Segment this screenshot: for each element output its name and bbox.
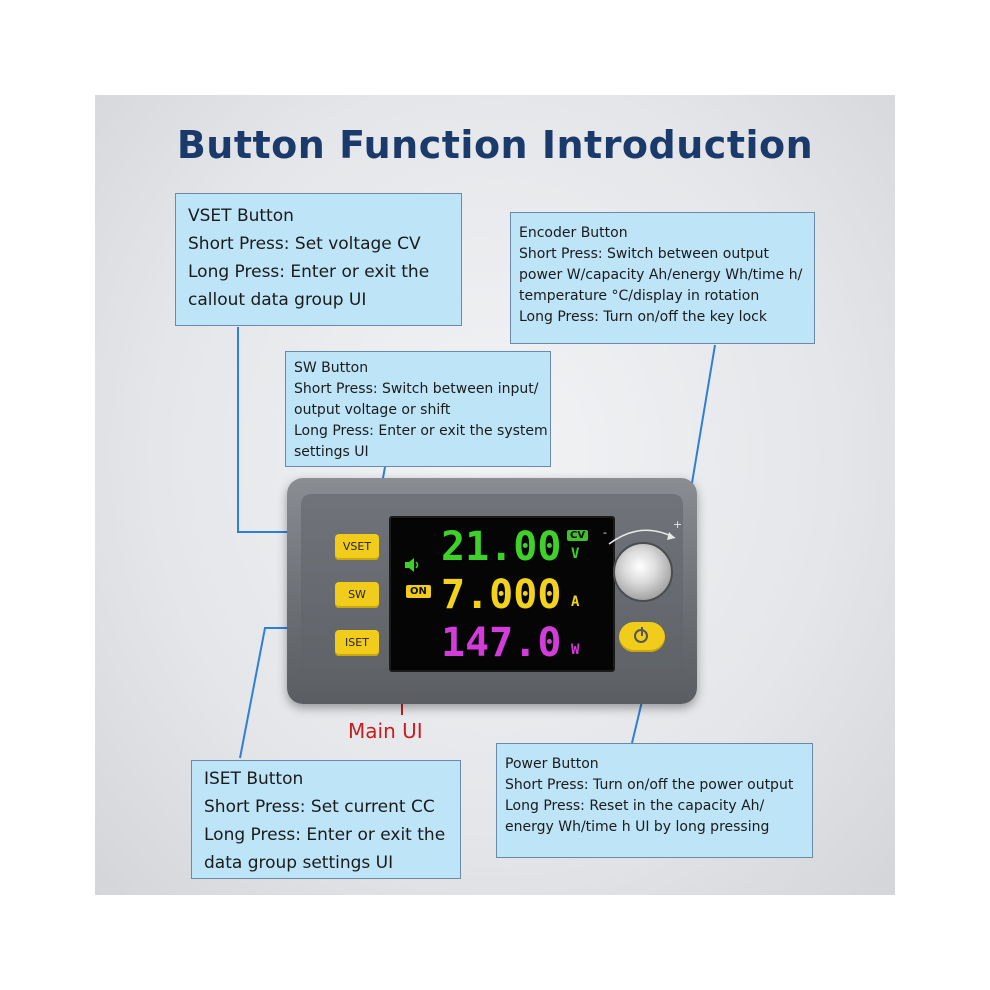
lcd-screen: ON 21.00 CV V 7.000 A 147.0 W (389, 516, 615, 672)
voltage-readout: 21.00 (441, 524, 562, 570)
power-callout: Power Button Short Press: Turn on/off th… (496, 743, 813, 858)
encoder-callout-long: Long Press: Turn on/off the key lock (519, 309, 767, 325)
vset-callout-title: VSET Button (188, 206, 294, 226)
power-unit: W (571, 642, 580, 658)
power-callout-long: Long Press: Reset in the capacity Ah/ (505, 798, 765, 814)
device-face: VSET SW ISET ON 21.00 CV V 7.000 A 147.0… (301, 494, 683, 686)
iset-callout: ISET Button Short Press: Set current CC … (191, 760, 461, 879)
page-title: Button Function Introduction (176, 123, 814, 167)
iset-callout-title: ISET Button (204, 769, 304, 789)
encoder-callout: Encoder Button Short Press: Switch betwe… (510, 212, 815, 344)
sw-callout-short-2: output voltage or shift (294, 402, 451, 418)
power-callout-long-2: energy Wh/time h UI by long pressing (505, 819, 770, 835)
power-icon-bar (641, 627, 643, 636)
power-callout-title: Power Button (505, 756, 599, 772)
encoder-direction-arrow: - + (603, 518, 682, 545)
sw-callout-long-2: settings UI (294, 444, 369, 460)
infographic-panel: Button Function Introduction VSET Button… (95, 95, 895, 895)
vset-callout-long: Long Press: Enter or exit the (188, 262, 430, 282)
main-ui-label: Main UI (348, 719, 423, 743)
encoder-callout-short-3: temperature °C/display in rotation (519, 288, 760, 304)
sw-callout-long: Long Press: Enter or exit the system (294, 423, 548, 439)
vset-callout: VSET Button Short Press: Set voltage CV … (175, 193, 462, 326)
encoder-callout-title: Encoder Button (519, 225, 628, 241)
vset-callout-long-2: callout data group UI (188, 290, 367, 310)
encoder-knob[interactable] (613, 542, 673, 602)
power-readout: 147.0 (441, 620, 562, 666)
iset-callout-long-2: data group settings UI (204, 853, 394, 873)
power-supply-device: VSET SW ISET ON 21.00 CV V 7.000 A 147.0… (287, 478, 697, 704)
iset-callout-long: Long Press: Enter or exit the (204, 825, 446, 845)
svg-text:-: - (603, 526, 607, 539)
sw-callout: SW Button Short Press: Switch between in… (285, 351, 551, 467)
iset-button[interactable]: ISET (335, 630, 379, 656)
power-callout-short: Short Press: Turn on/off the power outpu… (505, 777, 794, 793)
iset-callout-short: Short Press: Set current CC (204, 797, 435, 817)
encoder-callout-short-2: power W/capacity Ah/energy Wh/time h/ (519, 267, 803, 283)
sw-callout-short: Short Press: Switch between input/ (294, 381, 539, 397)
speaker-icon (405, 558, 419, 572)
encoder-callout-short: Short Press: Switch between output (519, 246, 769, 262)
mode-badge: CV (567, 530, 589, 541)
sw-button[interactable]: SW (335, 582, 379, 608)
current-readout: 7.000 (441, 572, 562, 618)
sw-callout-title: SW Button (294, 360, 369, 376)
vset-button[interactable]: VSET (335, 534, 379, 560)
svg-text:+: + (673, 518, 682, 531)
current-unit: A (571, 594, 580, 610)
vset-callout-short: Short Press: Set voltage CV (188, 234, 421, 254)
power-button[interactable] (619, 622, 665, 652)
voltage-unit: V (571, 546, 580, 562)
status-badge: ON (406, 585, 431, 598)
